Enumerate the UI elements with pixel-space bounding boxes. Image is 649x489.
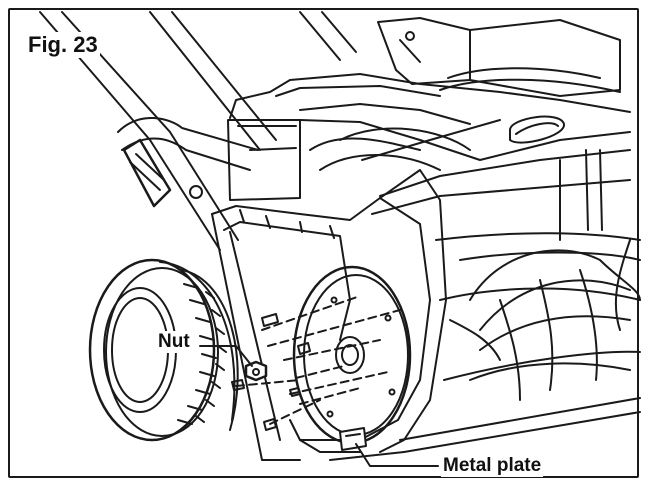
wheel xyxy=(88,258,239,442)
auger-blades xyxy=(449,239,641,401)
metal-plate-part xyxy=(339,427,367,451)
metal-plate-callout-label: Metal plate xyxy=(441,455,544,477)
motor-housing xyxy=(227,73,631,241)
discharge-chute xyxy=(377,17,621,97)
leader-lines xyxy=(199,345,439,467)
exploded-bolt-lines xyxy=(235,295,401,425)
figure-frame xyxy=(8,8,639,478)
nut-callout-label: Nut xyxy=(156,331,192,353)
figure-title: Fig. 23 xyxy=(26,32,100,58)
bolts xyxy=(231,313,311,431)
auger-housing xyxy=(329,232,641,461)
nut-part xyxy=(244,360,268,382)
